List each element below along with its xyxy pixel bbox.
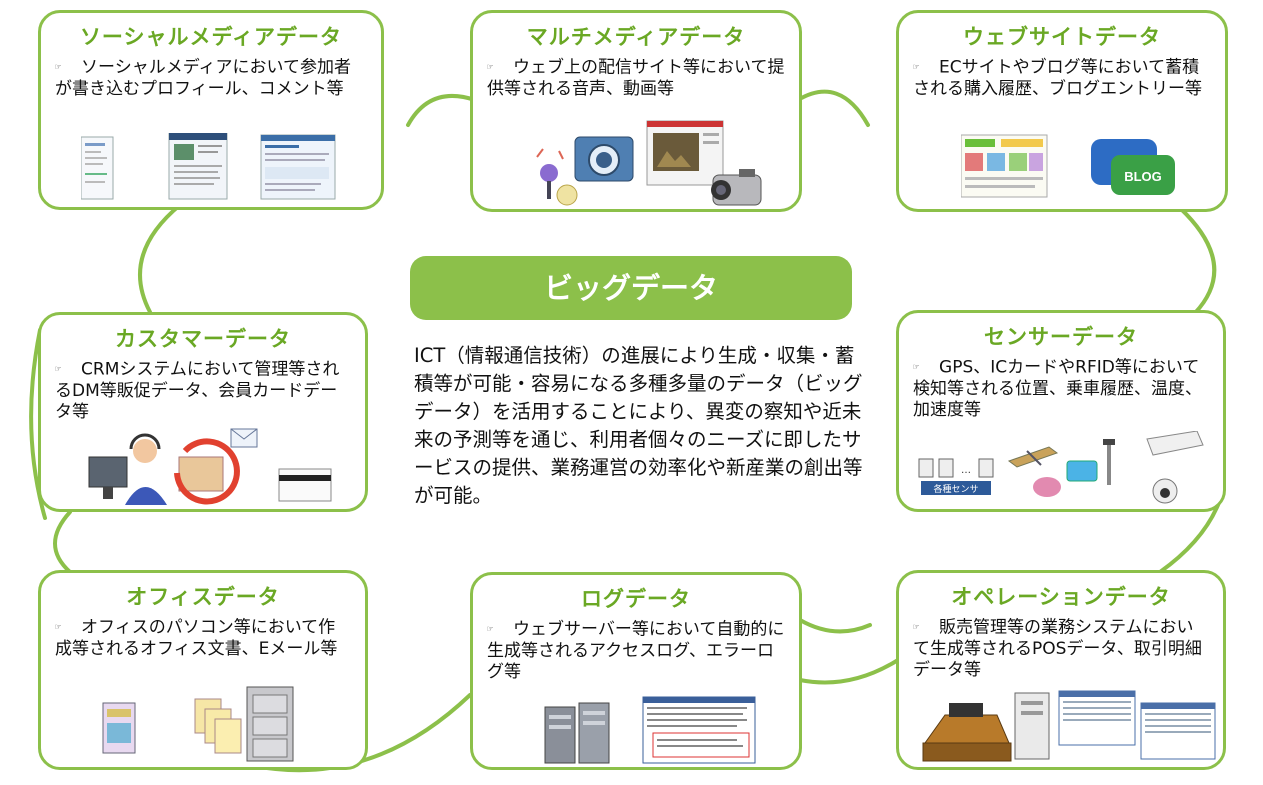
card-title: オフィスデータ (126, 585, 280, 609)
center-description: ICT（情報通信技術）の進展により生成・収集・蓄積等が可能・容易になる多種多量の… (414, 344, 863, 507)
card-log: ログデータ ☞ウェブサーバー等において自動的に生成等されるアクセスログ、エラーロ… (470, 572, 802, 770)
center-title: ビッグデータ (410, 256, 852, 320)
card-website: ウェブサイトデータ ☞ECサイトやブログ等において蓄積される購入履歴、ブログエン… (896, 10, 1228, 212)
card-title: オペレーションデータ (951, 585, 1171, 609)
ec-site-and-blog-image: BLOG (961, 134, 1175, 198)
pointing-hand-icon: ☞ (55, 622, 62, 633)
card-description: ☞販売管理等の業務システムにおいて生成等されるPOSデータ、取引明細データ等 (913, 617, 1202, 680)
card-description: ☞ソーシャルメディアにおいて参加者が書き込むプロフィール、コメント等 (55, 57, 351, 99)
svg-text:BLOG: BLOG (1124, 169, 1162, 184)
svg-text:…: … (961, 465, 971, 476)
card-office: オフィスデータ ☞オフィスのパソコン等において作成等されるオフィス文書、Eメール… (38, 570, 368, 770)
pointing-hand-icon: ☞ (913, 622, 920, 633)
pointing-hand-icon: ☞ (55, 62, 62, 73)
card-social-media: ソーシャルメディアデータ ☞ソーシャルメディアにおいて参加者が書き込むプロフィー… (38, 10, 384, 210)
camera-microphone-video-image (536, 120, 762, 206)
card-title: ソーシャルメディアデータ (79, 25, 343, 49)
operator-dm-card-image (88, 428, 332, 505)
pointing-hand-icon: ☞ (487, 62, 494, 73)
card-title: ログデータ (581, 587, 691, 611)
card-title: センサーデータ (984, 325, 1138, 349)
documents-cabinet-image (102, 686, 294, 762)
servers-log-image (544, 696, 756, 764)
card-description: ☞オフィスのパソコン等において作成等されるオフィス文書、Eメール等 (55, 617, 338, 659)
card-description: ☞CRMシステムにおいて管理等されるDM等販促データ、会員カードデータ等 (55, 359, 340, 422)
card-sensor: センサーデータ ☞GPS、ICカードやRFID等において検知等される位置、乗車履… (896, 310, 1226, 512)
card-title: カスタマーデータ (115, 327, 291, 351)
web-page-screenshots-image (81, 133, 336, 200)
card-customer: カスタマーデータ ☞CRMシステムにおいて管理等されるDM等販促データ、会員カー… (38, 312, 368, 512)
pointing-hand-icon: ☞ (487, 624, 494, 635)
pointing-hand-icon: ☞ (913, 62, 920, 73)
card-title: マルチメディアデータ (526, 25, 746, 49)
card-multimedia: マルチメディアデータ ☞ウェブ上の配信サイト等において提供等される音声、動画等 (470, 10, 802, 212)
sensors-gps-camera-image: … 各種センサ (918, 431, 1204, 504)
card-title: ウェブサイトデータ (963, 25, 1161, 49)
pos-register-server-image (922, 690, 1216, 762)
card-description: ☞ウェブ上の配信サイト等において提供等される音声、動画等 (487, 57, 785, 99)
card-description: ☞ウェブサーバー等において自動的に生成等されるアクセスログ、エラーログ等 (487, 619, 785, 682)
pointing-hand-icon: ☞ (55, 364, 62, 375)
pointing-hand-icon: ☞ (913, 362, 920, 373)
svg-text:各種センサ: 各種センサ (933, 483, 978, 495)
card-operation: オペレーションデータ ☞販売管理等の業務システムにおいて生成等されるPOSデータ… (896, 570, 1226, 770)
card-description: ☞ECサイトやブログ等において蓄積される購入履歴、ブログエントリー等 (913, 57, 1202, 99)
card-description: ☞GPS、ICカードやRFID等において検知等される位置、乗車履歴、温度、加速度… (913, 357, 1202, 420)
